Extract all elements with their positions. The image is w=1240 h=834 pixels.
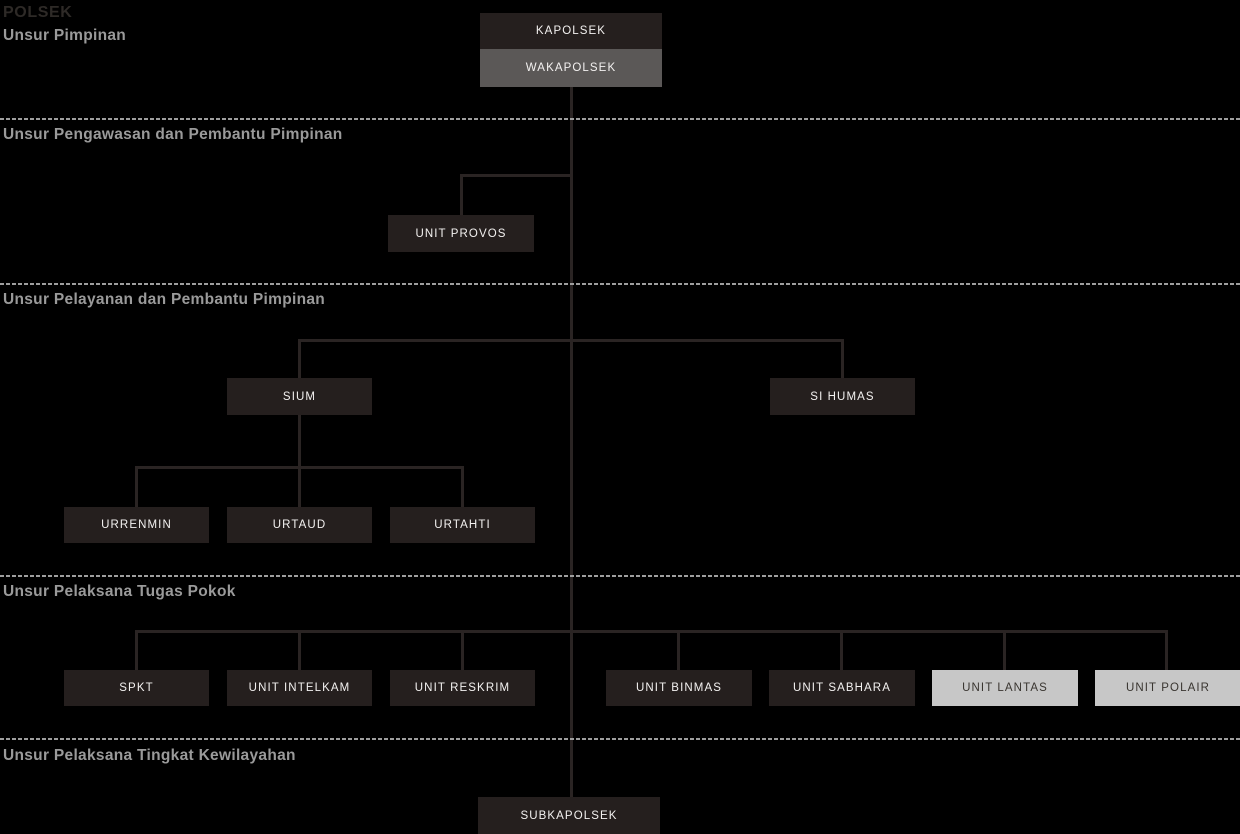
connector-sium-down (298, 414, 301, 468)
connector-main-vertical (570, 87, 573, 797)
node-subkapolsek: SUBKAPOLSEK (478, 797, 660, 834)
node-label: URTAHTI (434, 519, 491, 531)
connector-row4-horizontal (135, 630, 1168, 633)
node-unit-binmas: UNIT BINMAS (606, 670, 752, 706)
node-label: UNIT LANTAS (962, 682, 1048, 694)
connector-polair-drop (1165, 630, 1168, 671)
node-unit-provos: UNIT PROVOS (388, 215, 534, 252)
node-label: KAPOLSEK (535, 25, 607, 37)
node-unit-intelkam: UNIT INTELKAM (227, 670, 372, 706)
section-divider (0, 738, 1240, 740)
node-sium: SIUM (227, 378, 372, 415)
connector-binmas-drop (677, 630, 680, 671)
connector-urrenmin-drop (135, 466, 138, 508)
connector-urtaud-drop (298, 466, 301, 508)
section-label-pelayanan: Unsur Pelayanan dan Pembantu Pimpinan (3, 291, 326, 308)
node-kapolsek: KAPOLSEK (480, 13, 662, 49)
node-label: SIUM (282, 390, 317, 403)
node-urtahti: URTAHTI (390, 507, 535, 543)
node-spkt: SPKT (64, 670, 209, 706)
connector-intelkam-drop (298, 630, 301, 671)
node-wakapolsek: WAKAPOLSEK (480, 49, 662, 87)
node-unit-reskrim: UNIT RESKRIM (390, 670, 535, 706)
node-label: UNIT SABHARA (793, 682, 891, 694)
connector-row3-horizontal (298, 339, 844, 342)
page-title: POLSEK (3, 4, 73, 21)
connector-sihumas-drop (841, 339, 844, 379)
connector-provos-horizontal (460, 174, 573, 177)
node-si-humas: SI HUMAS (770, 378, 915, 415)
node-label: SUBKAPOLSEK (520, 809, 618, 822)
node-unit-sabhara: UNIT SABHARA (769, 670, 915, 706)
connector-lantas-drop (1003, 630, 1006, 671)
section-label-pengawasan: Unsur Pengawasan dan Pembantu Pimpinan (3, 126, 343, 143)
connector-sabhara-drop (840, 630, 843, 671)
connector-sium-drop (298, 339, 301, 379)
node-unit-polair: UNIT POLAIR (1095, 670, 1240, 706)
section-label-pelaksana-kewilayahan: Unsur Pelaksana Tingkat Kewilayahan (3, 747, 296, 764)
node-label: URRENMIN (101, 519, 172, 531)
section-divider (0, 118, 1240, 120)
node-label: URTAUD (272, 519, 327, 531)
section-divider (0, 283, 1240, 285)
node-label: UNIT INTELKAM (248, 682, 351, 694)
node-label: UNIT BINMAS (635, 682, 722, 694)
node-label: UNIT POLAIR (1125, 682, 1211, 694)
node-urtaud: URTAUD (227, 507, 372, 543)
node-label: UNIT RESKRIM (414, 682, 511, 694)
connector-spkt-drop (135, 630, 138, 671)
node-label: UNIT PROVOS (415, 227, 507, 240)
node-unit-lantas: UNIT LANTAS (932, 670, 1078, 706)
node-label: SPKT (119, 682, 154, 694)
section-divider (0, 575, 1240, 577)
section-label-pimpinan: Unsur Pimpinan (3, 27, 127, 44)
section-label-pelaksana-tugas-pokok: Unsur Pelaksana Tugas Pokok (3, 583, 236, 600)
node-label: SI HUMAS (810, 390, 875, 403)
connector-reskrim-drop (461, 630, 464, 671)
node-urrenmin: URRENMIN (64, 507, 209, 543)
connector-urtahti-drop (461, 466, 464, 508)
connector-provos-drop (460, 174, 463, 216)
node-label: WAKAPOLSEK (525, 62, 617, 74)
